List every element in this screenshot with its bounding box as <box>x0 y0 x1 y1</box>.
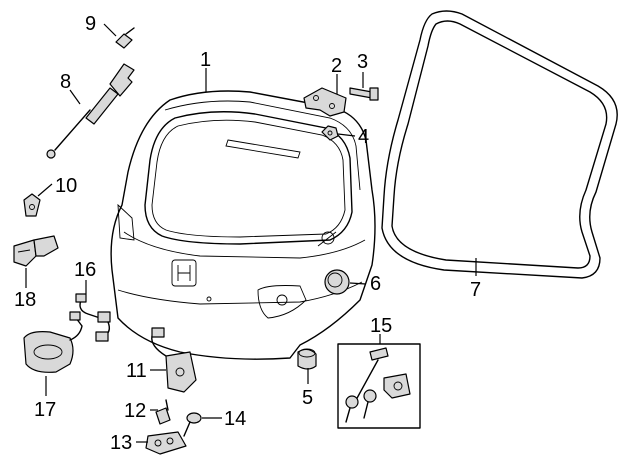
lock-cylinder-kit-15 <box>337 343 421 429</box>
callout-17: 17 <box>34 399 56 421</box>
callout-13: 13 <box>110 432 132 454</box>
gas-strut <box>46 63 135 159</box>
bolt-3 <box>349 87 379 101</box>
bumper-5 <box>297 348 317 370</box>
callout-18: 18 <box>14 289 36 311</box>
callout-4: 4 <box>358 126 369 148</box>
bracket-10 <box>23 193 41 217</box>
bolt-9 <box>115 27 135 49</box>
callout-14: 14 <box>224 408 246 430</box>
bolt-12 <box>155 399 171 425</box>
callout-11: 11 <box>126 360 147 382</box>
actuator-18 <box>13 235 59 267</box>
callout-10: 10 <box>55 175 77 197</box>
callout-6: 6 <box>370 273 381 295</box>
leader-lines <box>25 23 477 443</box>
callout-2: 2 <box>331 55 342 77</box>
latch-11 <box>151 327 197 393</box>
handle-17 <box>23 311 83 373</box>
callout-7: 7 <box>470 279 481 301</box>
bumper-stop-6 <box>324 269 350 295</box>
wire-harness-16 <box>75 293 111 342</box>
hinge <box>303 87 347 117</box>
nut-4 <box>321 125 339 141</box>
screw-14 <box>183 412 202 437</box>
weatherstrip-seal <box>381 10 618 279</box>
callout-1: 1 <box>200 49 211 71</box>
callout-3: 3 <box>357 51 368 73</box>
callout-9: 9 <box>85 13 96 35</box>
callout-12: 12 <box>124 400 146 422</box>
callout-15: 15 <box>370 315 392 337</box>
callout-5: 5 <box>302 387 313 409</box>
callout-labels: 1 2 3 4 5 6 7 8 9 10 11 12 13 14 15 16 1… <box>14 13 481 454</box>
callout-16: 16 <box>74 259 96 281</box>
license-lamp-13 <box>145 431 187 455</box>
liftgate-panel <box>110 90 376 360</box>
callout-8: 8 <box>60 71 71 93</box>
